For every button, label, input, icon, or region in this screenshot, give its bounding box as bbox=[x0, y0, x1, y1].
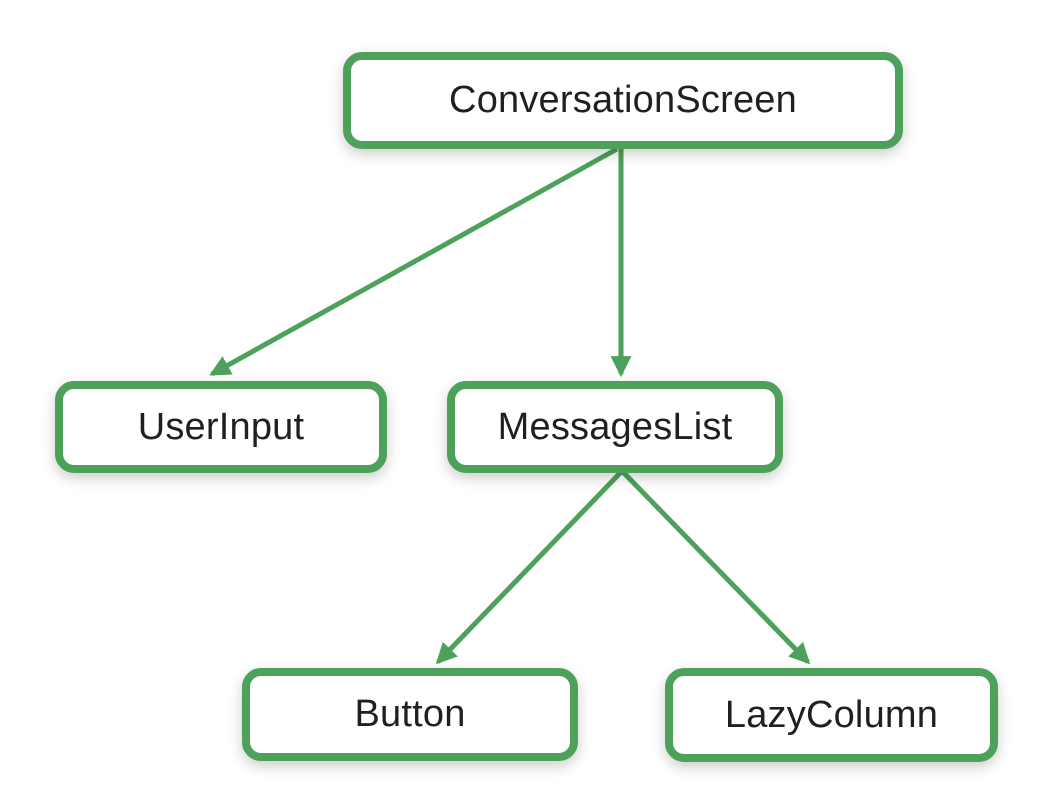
node-button: Button bbox=[242, 668, 578, 761]
node-button-label: Button bbox=[354, 693, 466, 735]
node-messages-list-label: MessagesList bbox=[497, 405, 733, 448]
node-user-input-label: UserInput bbox=[137, 405, 305, 448]
node-user-input: UserInput bbox=[55, 381, 387, 473]
node-lazy-column-label: LazyColumn bbox=[724, 693, 939, 736]
node-conversation-screen: ConversationScreen bbox=[343, 52, 903, 149]
edge-messageslist-button bbox=[435, 469, 624, 665]
node-conversation-screen-label: ConversationScreen bbox=[449, 79, 797, 121]
node-lazy-column: LazyColumn bbox=[665, 668, 998, 762]
edge-conversationscreen-userinput bbox=[209, 146, 619, 377]
node-messages-list: MessagesList bbox=[447, 381, 783, 473]
edge-messageslist-lazycolumn bbox=[620, 469, 811, 665]
